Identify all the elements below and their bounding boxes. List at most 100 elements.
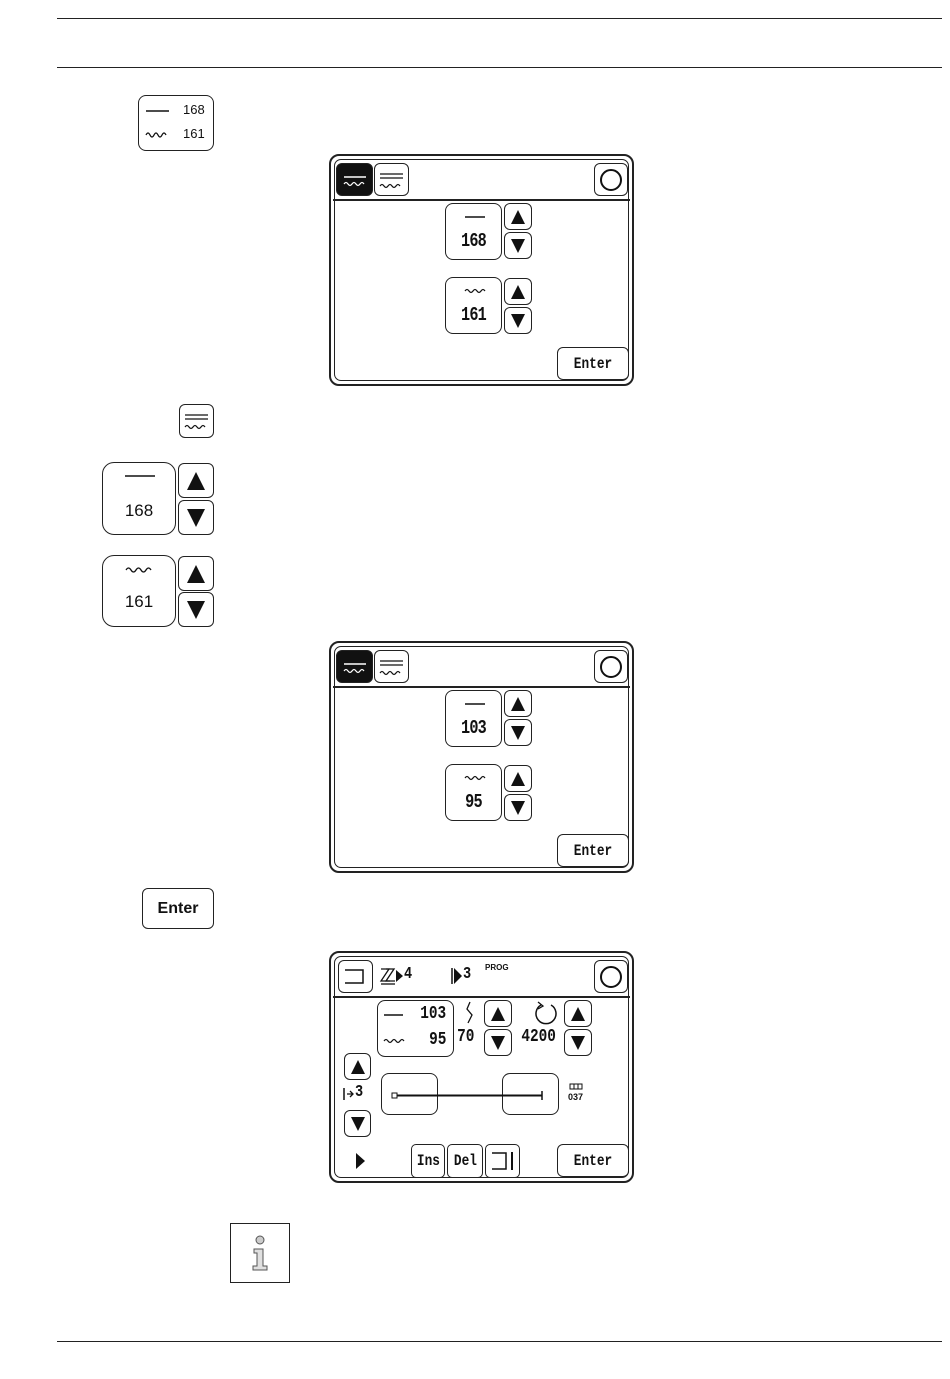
play-icon <box>353 1152 367 1170</box>
wavy-line-icon <box>463 286 487 294</box>
arrow-up-icon <box>571 1007 585 1021</box>
speed-rotation-icon <box>533 1001 559 1027</box>
info-i-icon <box>231 1224 289 1282</box>
lower-value: 161 <box>452 304 496 326</box>
arrow-up-icon <box>491 1007 505 1021</box>
counter-value: 037 <box>568 1092 583 1102</box>
arrow-up-icon <box>351 1060 365 1074</box>
touchscreen-tension-1: 168 161 Enter <box>329 154 634 386</box>
counter-icon <box>569 1083 583 1090</box>
wavy-line-icon <box>463 773 487 781</box>
upper-decrease-button[interactable] <box>504 232 532 259</box>
touchscreen-tension-2: 103 95 Enter <box>329 641 634 873</box>
lower-decrease-key[interactable] <box>178 592 214 627</box>
arrow-up-icon <box>511 697 525 711</box>
upper-tension-stepper-field[interactable]: 168 <box>102 462 176 535</box>
arrow-down-icon <box>187 601 205 619</box>
tab-tension-secondary[interactable] <box>374 163 409 196</box>
seam-end-button[interactable] <box>485 1144 520 1178</box>
arrow-up-icon <box>187 472 205 490</box>
upper-value: 103 <box>452 717 496 739</box>
stitch-value: 70 <box>457 1027 474 1047</box>
tab-tension-active[interactable] <box>336 650 373 683</box>
circle-icon <box>600 966 622 988</box>
wavy-line-icon <box>124 564 156 574</box>
lower-tension-stepper-field[interactable]: 161 <box>102 555 176 627</box>
upper-value: 168 <box>452 230 496 252</box>
lower-decrease-button[interactable] <box>504 307 532 334</box>
footer-rule <box>57 1341 942 1342</box>
seam-program-icon <box>378 966 406 988</box>
tension-symbols-icon <box>383 1010 405 1050</box>
insert-button[interactable]: Ins <box>411 1144 445 1178</box>
step-count: 3 <box>463 965 471 984</box>
upper-value: 168 <box>183 102 205 117</box>
arrow-up-icon <box>187 565 205 583</box>
tension-double-icon <box>375 651 408 682</box>
arrow-down-icon <box>511 801 525 815</box>
arrow-down-icon <box>511 314 525 328</box>
header-rule-bottom <box>57 67 942 68</box>
lower-tension-field[interactable]: 161 <box>445 277 502 334</box>
seam-step-icon <box>342 1086 356 1102</box>
stitch-increase-button[interactable] <box>484 1000 512 1027</box>
stop-button[interactable] <box>594 960 628 993</box>
lower-increase-button[interactable] <box>504 765 532 792</box>
prog-label: PROG <box>485 963 509 972</box>
stop-button[interactable] <box>594 163 628 196</box>
upper-value: 168 <box>103 501 175 521</box>
circle-icon <box>600 169 622 191</box>
upper-decrease-key[interactable] <box>178 500 214 535</box>
delete-button[interactable]: Del <box>447 1144 483 1178</box>
tab-tension-secondary[interactable] <box>374 650 409 683</box>
thread-tension-key[interactable]: 168 161 <box>138 95 214 151</box>
program-mode-button[interactable] <box>338 960 373 993</box>
stitch-length-icon <box>463 1001 475 1025</box>
tab-tension-active[interactable] <box>336 163 373 196</box>
lower-decrease-button[interactable] <box>504 794 532 821</box>
tension-symbols-icon <box>145 104 171 146</box>
circle-icon <box>600 656 622 678</box>
stop-button[interactable] <box>594 650 628 683</box>
arrow-down-icon <box>511 726 525 740</box>
enter-button[interactable]: Enter <box>557 834 629 867</box>
upper-increase-button[interactable] <box>504 203 532 230</box>
straight-line-icon <box>464 701 486 707</box>
touchscreen-program: 4 3 PROG 103 95 70 4200 3 <box>329 951 634 1183</box>
enter-button[interactable]: Enter <box>557 1144 629 1177</box>
arrow-down-icon <box>187 509 205 527</box>
lower-increase-button[interactable] <box>504 278 532 305</box>
straight-line-icon <box>464 214 486 220</box>
upper-increase-key[interactable] <box>178 463 214 498</box>
speed-value: 4200 <box>521 1027 556 1047</box>
seam-end-icon <box>488 1147 518 1175</box>
lower-value: 161 <box>183 126 205 141</box>
lower-increase-key[interactable] <box>178 556 214 591</box>
arrow-down-icon <box>491 1036 505 1050</box>
speed-decrease-button[interactable] <box>564 1029 592 1056</box>
seam-line-icon <box>391 1091 546 1101</box>
seam-step-decrease-button[interactable] <box>344 1110 371 1137</box>
enter-button[interactable]: Enter <box>557 347 629 380</box>
thread-tension-field[interactable]: 103 95 <box>377 1000 454 1057</box>
seam-step-value: 3 <box>355 1083 363 1102</box>
lower-value: 161 <box>103 592 175 612</box>
enter-key[interactable]: Enter <box>142 888 214 929</box>
lower-tension-field[interactable]: 95 <box>445 764 502 821</box>
lower-value: 95 <box>452 791 496 813</box>
tension-toggle-key[interactable] <box>179 404 214 438</box>
stitch-decrease-button[interactable] <box>484 1029 512 1056</box>
tension-tab-icon <box>337 651 372 682</box>
upper-increase-button[interactable] <box>504 690 532 717</box>
arrow-down-icon <box>351 1117 365 1131</box>
seam-step-increase-button[interactable] <box>344 1053 371 1080</box>
info-icon <box>230 1223 290 1283</box>
speed-increase-button[interactable] <box>564 1000 592 1027</box>
upper-decrease-button[interactable] <box>504 719 532 746</box>
arrow-down-icon <box>511 239 525 253</box>
arrow-down-icon <box>571 1036 585 1050</box>
tension-double-icon <box>180 405 213 437</box>
upper-tension-field[interactable]: 103 <box>445 690 502 747</box>
upper-tension-field[interactable]: 168 <box>445 203 502 260</box>
tension-double-icon <box>375 164 408 195</box>
